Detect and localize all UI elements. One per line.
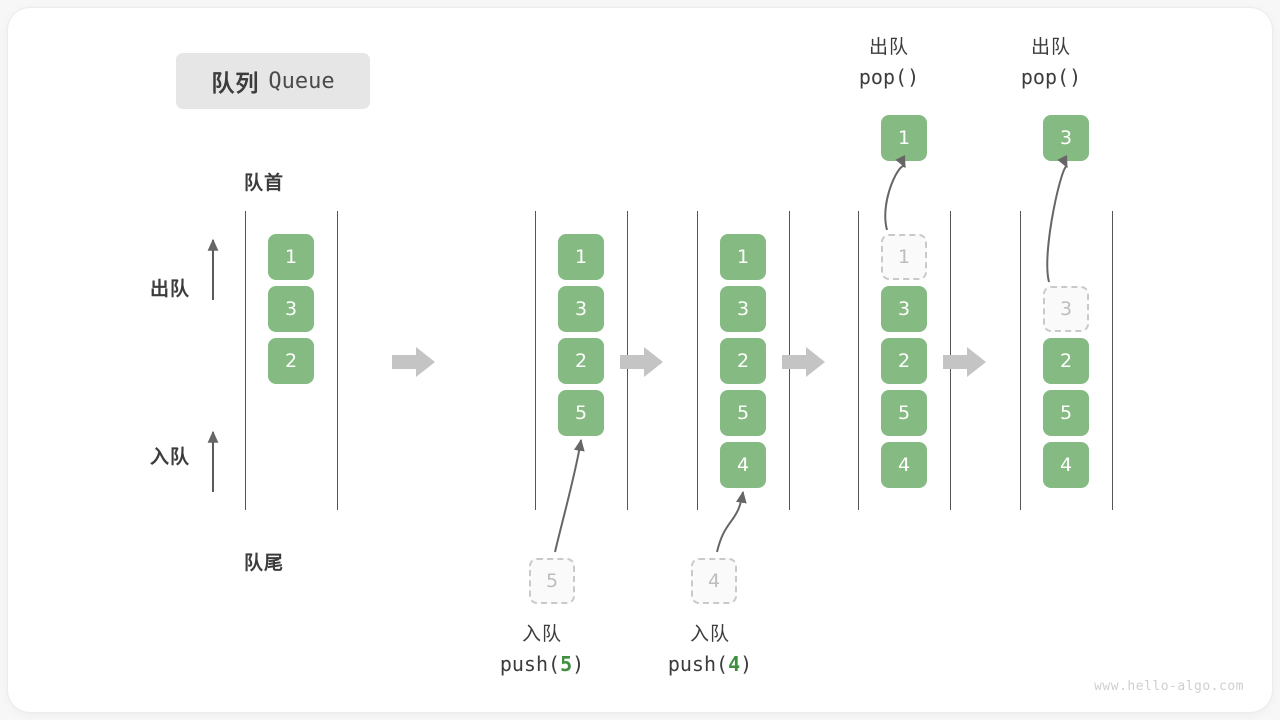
push-motion-arrow <box>716 490 747 553</box>
outgoing-element: 3 <box>1043 115 1089 161</box>
operation-caption-push-5: 入队 push(5) <box>457 620 627 680</box>
code-number: 4 <box>728 652 741 677</box>
step-arrow-1 <box>392 345 436 379</box>
queue-element: 1 <box>558 234 604 280</box>
operation-caption-cn: 出队 <box>1030 36 1071 58</box>
queue-rail <box>697 211 698 510</box>
operation-caption-cn: 入队 <box>521 623 562 645</box>
operation-caption-code: pop() <box>804 62 974 93</box>
queue-element: 5 <box>881 390 927 436</box>
code-suffix: ) <box>1069 65 1082 90</box>
queue-element: 1 <box>720 234 766 280</box>
queue-element: 2 <box>1043 338 1089 384</box>
step-arrow-3 <box>782 345 826 379</box>
queue-element: 2 <box>558 338 604 384</box>
operation-caption-cn: 出队 <box>868 36 909 58</box>
queue-element: 5 <box>1043 390 1089 436</box>
operation-caption-pop-3: 出队 pop() <box>966 33 1136 93</box>
code-number: 5 <box>560 652 573 677</box>
operation-caption-push-4: 入队 push(4) <box>625 620 795 680</box>
queue-rail <box>858 211 859 510</box>
dequeue-direction-label: 出队 <box>150 278 191 300</box>
operation-caption-code: push(4) <box>625 649 795 680</box>
queue-element-ghost: 3 <box>1043 286 1089 332</box>
queue-element: 5 <box>558 390 604 436</box>
incoming-element-ghost: 4 <box>691 558 737 604</box>
queue-element: 4 <box>881 442 927 488</box>
queue-element: 5 <box>720 390 766 436</box>
operation-caption-code: pop() <box>966 62 1136 93</box>
queue-rear-label: 队尾 <box>244 552 285 574</box>
code-prefix: push( <box>499 652 561 677</box>
queue-element: 3 <box>268 286 314 332</box>
queue-element: 2 <box>881 338 927 384</box>
queue-element: 4 <box>720 442 766 488</box>
step-arrow-2 <box>620 345 664 379</box>
queue-element: 3 <box>720 286 766 332</box>
push-motion-arrow <box>554 438 585 553</box>
site-watermark: www.hello-algo.com <box>1094 679 1244 694</box>
queue-rail <box>1020 211 1021 510</box>
code-prefix: pop( <box>858 65 908 90</box>
queue-front-label: 队首 <box>244 172 285 194</box>
outgoing-element: 1 <box>881 115 927 161</box>
queue-element: 3 <box>881 286 927 332</box>
queue-rail <box>1112 211 1113 510</box>
diagram-title-badge: 队列 Queue <box>176 53 370 109</box>
pop-motion-arrow <box>1046 154 1068 283</box>
code-prefix: push( <box>667 652 729 677</box>
code-suffix: ) <box>907 65 920 90</box>
incoming-element-ghost: 5 <box>529 558 575 604</box>
code-suffix: ) <box>740 652 753 677</box>
queue-element: 3 <box>558 286 604 332</box>
step-arrow-4 <box>943 345 987 379</box>
operation-caption-code: push(5) <box>457 649 627 680</box>
queue-element: 2 <box>268 338 314 384</box>
queue-rail <box>535 211 536 510</box>
enqueue-direction-label: 入队 <box>150 446 191 468</box>
title-english: Queue <box>268 68 335 94</box>
code-suffix: ) <box>572 652 585 677</box>
title-chinese: 队列 <box>211 71 260 97</box>
queue-rail <box>245 211 246 510</box>
operation-caption-pop-1: 出队 pop() <box>804 33 974 93</box>
queue-element-ghost: 1 <box>881 234 927 280</box>
queue-element: 1 <box>268 234 314 280</box>
queue-rail <box>337 211 338 510</box>
diagram-card: 队列 Queue 队首 队尾 出队 入队 入队 push(5) 入队 push(… <box>8 8 1272 712</box>
operation-caption-cn: 入队 <box>689 623 730 645</box>
queue-element: 4 <box>1043 442 1089 488</box>
code-prefix: pop( <box>1020 65 1070 90</box>
pop-motion-arrow <box>884 154 906 231</box>
queue-element: 2 <box>720 338 766 384</box>
